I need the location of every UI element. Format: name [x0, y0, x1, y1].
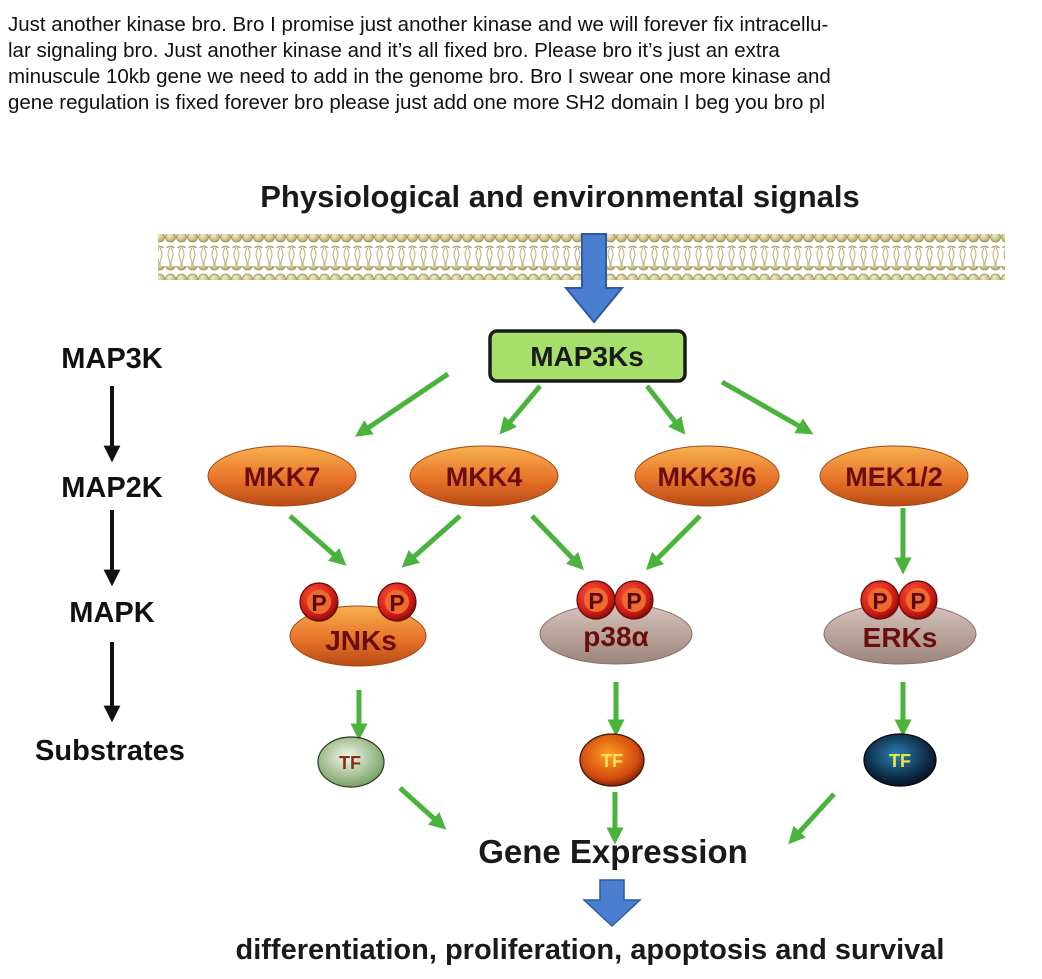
- phospho-label: P: [588, 588, 603, 614]
- mapk-pathway-diagram: Physiological and environmental signals …: [35, 179, 1005, 966]
- mkk36-label: MKK3/6: [657, 462, 756, 492]
- phospho-group: P P: [860, 580, 938, 620]
- side-label-map2k: MAP2K: [61, 472, 163, 504]
- phospho-label: P: [910, 588, 925, 614]
- mkk4-label: MKK4: [446, 462, 523, 492]
- caption-text: Just another kinase bro. Bro I promise j…: [8, 12, 1038, 116]
- phospho-group: P P: [299, 582, 417, 622]
- gene-expression-label: Gene Expression: [478, 833, 748, 870]
- caption-line: minuscule 10kb gene we need to add in th…: [8, 65, 831, 88]
- jnks-label: JNKs: [325, 625, 397, 656]
- mek12-label: MEK1/2: [845, 462, 943, 492]
- phospho-group: P P: [576, 580, 654, 620]
- erks-label: ERKs: [863, 622, 938, 653]
- side-label-substrates: Substrates: [35, 735, 185, 767]
- phospho-label: P: [872, 588, 887, 614]
- p38-label: p38α: [583, 621, 648, 652]
- side-label-map3k: MAP3K: [61, 343, 163, 375]
- caption-line: gene regulation is fixed forever bro ple…: [8, 91, 826, 114]
- outcomes-label: differentiation, proliferation, apoptosi…: [236, 934, 945, 966]
- diagram-title: Physiological and environmental signals: [260, 179, 860, 214]
- map2k-mek12: MEK1/2: [819, 445, 969, 507]
- mapk-p38: p38α P P: [539, 580, 693, 665]
- tf-p38: TF: [579, 733, 645, 787]
- tf-label: TF: [339, 753, 361, 773]
- caption-line: lar signaling bro. Just another kinase a…: [8, 39, 780, 62]
- pathway-arrows: [288, 371, 912, 845]
- map2k-mkk4: MKK4: [409, 445, 559, 507]
- map2k-mkk36: MKK3/6: [634, 445, 780, 507]
- caption-line: Just another kinase bro. Bro I promise j…: [8, 13, 829, 36]
- phospho-label: P: [311, 590, 326, 616]
- tf-jnks: TF: [317, 736, 385, 788]
- tf-erks: TF: [863, 733, 937, 787]
- mkk7-label: MKK7: [244, 462, 321, 492]
- phospho-label: P: [389, 590, 404, 616]
- mapk-erks: ERKs P P: [823, 580, 977, 665]
- map3ks-label: MAP3Ks: [530, 341, 644, 372]
- map3ks-box: MAP3Ks: [488, 329, 687, 383]
- map2k-mkk7: MKK7: [207, 445, 357, 507]
- tf-label: TF: [601, 751, 623, 771]
- outcome-arrow: [582, 879, 642, 928]
- signal-arrow: [563, 233, 625, 324]
- mapk-jnks: JNKs P P: [289, 582, 427, 667]
- side-label-mapk: MAPK: [69, 597, 154, 629]
- phospho-label: P: [626, 588, 641, 614]
- tf-label: TF: [889, 751, 911, 771]
